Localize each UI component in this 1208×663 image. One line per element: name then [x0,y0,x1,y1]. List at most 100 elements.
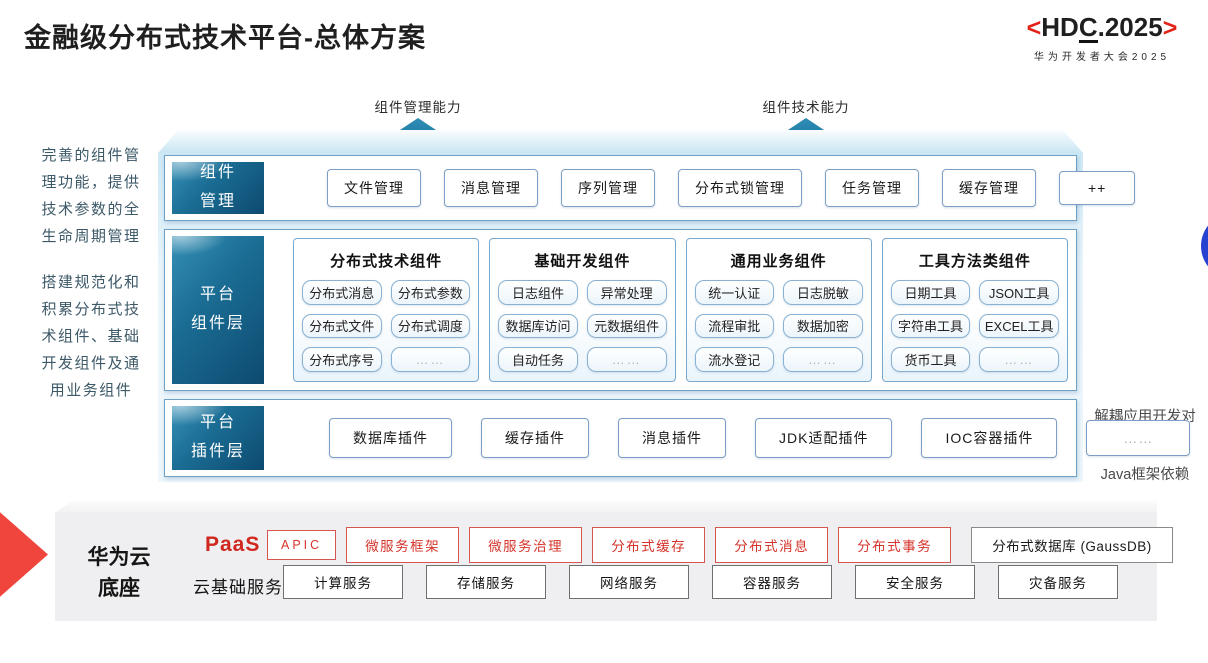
red-right-arrow-icon [0,507,48,602]
plugin-box: 缓存插件 [481,418,589,458]
iaas-service-box: 安全服务 [855,565,975,599]
component-chip: 异常处理 [586,280,667,305]
foundation-top-face [55,500,1157,513]
huawei-cloud-foundation: 华为云 底座 PaaS APIC 微服务框架 微服务治理 分布式缓存 分布式消息… [55,500,1173,621]
component-chip: 分布式调度 [390,313,471,339]
component-chip: 数据加密 [783,313,863,339]
layer-platform-plugins: 平台 插件层 数据库插件 缓存插件 消息插件 JDK适配插件 IOC容器插件 …… [164,399,1191,477]
component-box: 序列管理 [561,169,655,207]
iaas-service-box: 网络服务 [569,565,689,599]
component-chip: 日期工具 [890,280,971,305]
cloud-basic-services-label: 云基础服务 [193,578,283,597]
foundation-title: 华为云 底座 [87,546,151,600]
component-chip: 流水登记 [694,347,775,372]
group-items: 日期工具 JSON工具 字符串工具 EXCEL工具 货币工具 …… [890,280,1059,372]
paas-service-box: APIC [267,530,337,560]
component-chip: 自动任务 [498,347,578,372]
iaas-service-box: 存储服务 [426,565,546,599]
group-tool-methods: 工具方法类组件 日期工具 JSON工具 字符串工具 EXCEL工具 货币工具 …… [881,238,1068,382]
group-common-business: 通用业务组件 统一认证 日志脱敏 流程审批 数据加密 流水登记 …… [685,238,872,382]
right-angle-bracket-icon: > [1162,14,1178,42]
layer-label-line: 组件层 [190,315,245,332]
group-title: 工具方法类组件 [918,253,1031,270]
component-chip-more: …… [586,347,667,372]
component-box: 文件管理 [327,169,421,207]
iaas-service-box: 计算服务 [283,565,403,599]
component-chip: 统一认证 [694,280,775,305]
component-chip: 字符串工具 [890,313,971,339]
architecture-top-face [158,130,1083,153]
paas-label: PaaS [205,533,261,556]
layer-label-line: 管理 [199,193,236,210]
capability-management-label: 组件管理能力 [374,100,462,115]
component-chip: 分布式消息 [302,280,382,305]
hdc-text-pre: HD [1041,12,1079,42]
paas-service-box: 分布式缓存 [592,527,706,563]
component-chip: 日志脱敏 [783,280,863,305]
architecture-container: 组件 管理 文件管理 消息管理 序列管理 分布式锁管理 任务管理 缓存管理 ++… [158,153,1191,482]
component-box-more: ++ [1059,171,1136,205]
component-chip-more: …… [390,347,471,372]
platform-components-groups: 分布式技术组件 分布式消息 分布式参数 分布式文件 分布式调度 分布式序号 ……… [293,230,1076,390]
component-box: 缓存管理 [942,169,1036,207]
page-title: 金融级分布式技术平台-总体方案 [24,23,426,53]
hdc-text-post: .2025 [1097,12,1163,42]
component-chip: 流程审批 [694,313,775,339]
capability-technology-label: 组件技术能力 [762,100,850,115]
component-box: 任务管理 [825,169,919,207]
component-chip: 数据库访问 [498,313,578,339]
plugin-box: 消息插件 [618,418,726,458]
component-chip: 元数据组件 [586,313,667,339]
group-title: 基础开发组件 [534,253,631,270]
component-box: 分布式锁管理 [678,169,802,207]
group-distributed-tech: 分布式技术组件 分布式消息 分布式参数 分布式文件 分布式调度 分布式序号 …… [293,238,480,382]
component-chip: JSON工具 [979,280,1059,305]
blue-circle-decoration [1201,213,1208,279]
annotation-component-accumulation: 搭建规范化和 积累分布式技 术组件、基础 开发组件及通 用业务组件 [41,274,141,399]
paas-service-box: 微服务治理 [469,527,583,563]
component-chip: 分布式序号 [302,347,382,372]
iaas-service-box: 容器服务 [712,565,832,599]
layer-platform-components: 平台 组件层 分布式技术组件 分布式消息 分布式参数 分布式文件 分布式调度 分… [164,229,1077,391]
layer-label-component-management: 组件 管理 [172,162,264,214]
layer-label-line: 插件层 [190,443,245,460]
iaas-service-box: 灾备服务 [998,565,1118,599]
group-items: 统一认证 日志脱敏 流程审批 数据加密 流水登记 …… [694,280,863,372]
component-chip: 货币工具 [890,347,971,372]
group-basic-dev: 基础开发组件 日志组件 异常处理 数据库访问 元数据组件 自动任务 …… [489,238,676,382]
plugin-box: 数据库插件 [329,418,452,458]
component-management-items: 文件管理 消息管理 序列管理 分布式锁管理 任务管理 缓存管理 ++ [293,156,1136,220]
plugin-box: JDK适配插件 [755,418,893,458]
hdc-text-c-underlined: C [1078,12,1098,43]
plugin-box: IOC容器插件 [921,418,1058,458]
layer-label-line: 平台 [199,286,236,304]
layer-label-line: 组件 [199,164,236,182]
left-angle-bracket-icon: < [1026,14,1042,42]
annotation-component-management: 完善的组件管 理功能，提供 技术参数的全 生命周期管理 [41,147,141,245]
component-box: 消息管理 [444,169,538,207]
gaussdb-box: 分布式数据库 (GaussDB) [971,527,1173,563]
component-chip-more: …… [979,347,1059,372]
component-chip: 分布式参数 [390,280,471,305]
paas-service-box: 分布式消息 [715,527,829,563]
component-chip: 分布式文件 [302,313,382,339]
layer-label-platform-components: 平台 组件层 [172,236,264,384]
layer-label-line: 平台 [199,414,236,432]
group-items: 日志组件 异常处理 数据库访问 元数据组件 自动任务 …… [498,280,667,372]
component-chip-more: …… [783,347,863,372]
component-chip: 日志组件 [498,280,578,305]
group-title: 通用业务组件 [730,253,827,270]
cloud-basic-services: 计算服务 存储服务 网络服务 容器服务 安全服务 灾备服务 [283,565,1118,599]
platform-plugins-items: 数据库插件 缓存插件 消息插件 JDK适配插件 IOC容器插件 …… [293,400,1191,476]
component-chip: EXCEL工具 [979,313,1059,339]
paas-service-box: 微服务框架 [346,527,460,563]
plugin-box-more: …… [1086,420,1191,456]
group-title: 分布式技术组件 [330,253,443,270]
paas-services: APIC 微服务框架 微服务治理 分布式缓存 分布式消息 分布式事务 分布式数据… [267,527,1173,563]
layer-label-platform-plugins: 平台 插件层 [172,406,264,470]
layer-component-management: 组件 管理 文件管理 消息管理 序列管理 分布式锁管理 任务管理 缓存管理 ++ [164,155,1136,221]
paas-service-box: 分布式事务 [838,527,952,563]
hdc-logo-subtitle: 华为开发者大会2025 [1033,52,1171,63]
